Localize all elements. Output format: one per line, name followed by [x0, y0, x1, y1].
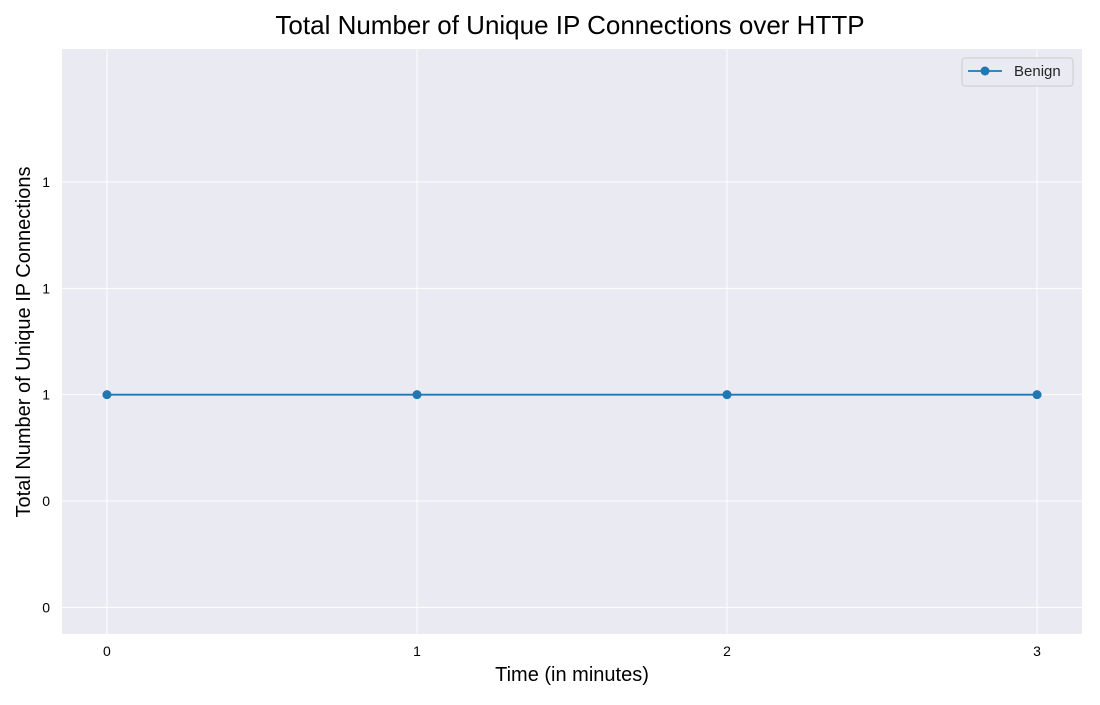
y-tick-label: 0 — [42, 599, 50, 615]
legend-marker-icon — [980, 66, 990, 76]
legend-label-benign: Benign — [1014, 63, 1061, 80]
x-tick-label: 0 — [103, 643, 111, 659]
legend-box — [961, 57, 1074, 87]
y-tick-label: 1 — [42, 280, 50, 296]
data-point — [722, 390, 732, 400]
data-point — [412, 390, 422, 400]
series-layer — [102, 390, 1042, 400]
data-point — [102, 390, 112, 400]
y-axis-title: Total Number of Unique IP Connections — [13, 167, 35, 518]
chart-title: Total Number of Unique IP Connections ov… — [275, 10, 864, 40]
tick-labels: 0 1 2 3 0 0 1 1 1 — [42, 174, 1041, 659]
y-tick-label: 1 — [42, 174, 50, 190]
y-tick-label: 1 — [42, 387, 50, 403]
x-tick-label: 3 — [1033, 643, 1041, 659]
legend: Benign — [961, 57, 1074, 87]
y-tick-label: 0 — [42, 493, 50, 509]
plot-area — [62, 49, 1082, 634]
x-tick-label: 1 — [413, 643, 421, 659]
x-axis-title: Time (in minutes) — [495, 664, 649, 686]
data-point — [1032, 390, 1042, 400]
x-tick-label: 2 — [723, 643, 731, 659]
